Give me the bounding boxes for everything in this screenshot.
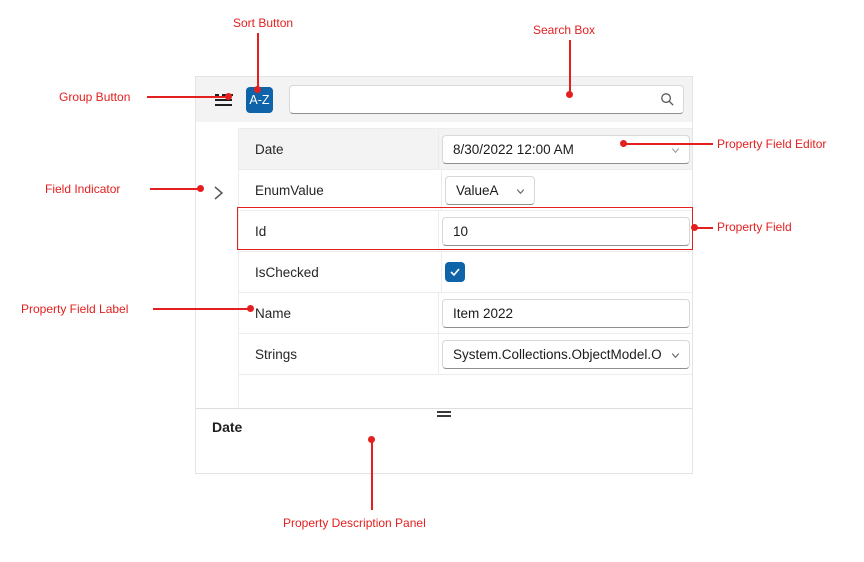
property-field-label: EnumValue: [239, 170, 442, 210]
annotation-line: [150, 188, 202, 190]
property-field-label: Name: [239, 293, 439, 333]
property-row-date[interactable]: Date 8/30/2022 12:00 AM: [239, 129, 692, 170]
name-textbox[interactable]: [442, 298, 690, 328]
datetime-value: 8/30/2022 12:00 AM: [453, 141, 574, 157]
annotation-property-field-editor: Property Field Editor: [717, 137, 827, 151]
magnifier-icon[interactable]: [660, 92, 675, 107]
enum-combobox[interactable]: ValueA: [445, 175, 535, 205]
annotation-property-field: Property Field: [717, 220, 792, 234]
ischecked-checkbox[interactable]: [445, 262, 465, 282]
property-grid-body: Date 8/30/2022 12:00 AM EnumValue ValueA: [196, 128, 692, 411]
search-box: [289, 85, 684, 114]
check-icon: [450, 268, 460, 277]
property-grid-toolbar: A-Z: [196, 77, 692, 122]
annotation-dot: [247, 305, 254, 312]
property-field-editor-cell: ValueA: [442, 170, 692, 210]
chevron-down-icon: [671, 147, 680, 153]
annotation-dot: [620, 140, 627, 147]
property-field-label: Strings: [239, 334, 439, 374]
chevron-down-icon: [671, 352, 680, 358]
description-panel-title: Date: [212, 419, 243, 435]
combobox-value: System.Collections.ObjectModel.O: [453, 346, 662, 362]
annotation-group-button: Group Button: [59, 90, 131, 104]
annotation-line: [694, 227, 713, 229]
search-input[interactable]: [289, 85, 684, 114]
property-row-enumvalue[interactable]: EnumValue ValueA: [239, 170, 692, 211]
combobox-value: ValueA: [456, 182, 499, 198]
property-row-name[interactable]: Name: [239, 293, 692, 334]
annotation-description-panel: Property Description Panel: [283, 516, 426, 530]
field-indicator chevron-right-icon[interactable]: [209, 184, 227, 202]
strings-combobox[interactable]: System.Collections.ObjectModel.O: [442, 339, 690, 369]
annotation-line: [147, 96, 229, 98]
annotation-dot: [225, 93, 232, 100]
property-row-ischecked[interactable]: IsChecked: [239, 252, 692, 293]
annotation-line: [569, 40, 571, 95]
annotation-line: [371, 440, 373, 510]
property-field-label: Id: [239, 211, 439, 251]
chevron-down-icon: [516, 188, 525, 194]
property-row-id[interactable]: Id: [239, 211, 692, 252]
annotation-dot: [566, 91, 573, 98]
property-field-editor-cell: 8/30/2022 12:00 AM: [439, 129, 692, 169]
rows-empty-area: [238, 375, 692, 411]
annotation-search-box: Search Box: [533, 23, 596, 37]
property-grid: A-Z Date 8/30/2022 12:00 AM: [195, 76, 693, 474]
property-field-label: Date: [239, 129, 439, 169]
group-list-icon: [215, 93, 219, 96]
property-description-panel: Date: [196, 408, 692, 473]
annotation-line: [257, 33, 259, 90]
annotation-sort-button: Sort Button: [233, 16, 294, 30]
id-textbox[interactable]: [442, 216, 690, 246]
annotation-field-indicator: Field Indicator: [45, 182, 121, 196]
annotation-dot: [254, 86, 261, 93]
property-field-editor-cell: [439, 293, 692, 333]
property-field-label: IsChecked: [239, 252, 442, 292]
annotation-property-field-label: Property Field Label: [21, 302, 129, 316]
datetime-picker[interactable]: 8/30/2022 12:00 AM: [442, 134, 690, 164]
annotation-dot: [691, 224, 698, 231]
annotation-line: [623, 143, 713, 145]
property-row-strings[interactable]: Strings System.Collections.ObjectModel.O: [239, 334, 692, 375]
annotation-line: [153, 308, 251, 310]
drag-handle-icon splitter-handle[interactable]: [437, 411, 451, 418]
property-field-editor-cell: [442, 252, 692, 292]
annotation-dot: [368, 436, 375, 443]
property-rows: Date 8/30/2022 12:00 AM EnumValue ValueA: [238, 128, 692, 375]
annotation-dot: [197, 185, 204, 192]
property-field-editor-cell: [439, 211, 692, 251]
property-field-editor-cell: System.Collections.ObjectModel.O: [439, 334, 692, 374]
